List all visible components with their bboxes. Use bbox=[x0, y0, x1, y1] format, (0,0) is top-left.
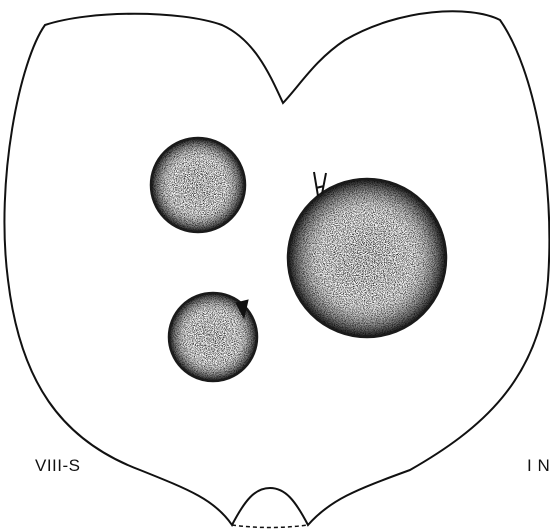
sphere-upper-left bbox=[151, 138, 245, 232]
dashed-boundary bbox=[232, 525, 308, 528]
sphere-lower-left bbox=[169, 293, 257, 381]
section-outline bbox=[4, 11, 549, 525]
section-label-left: VIII-S bbox=[35, 457, 81, 474]
section-label-right: I N bbox=[527, 457, 550, 474]
sphere-large-right bbox=[288, 172, 446, 337]
